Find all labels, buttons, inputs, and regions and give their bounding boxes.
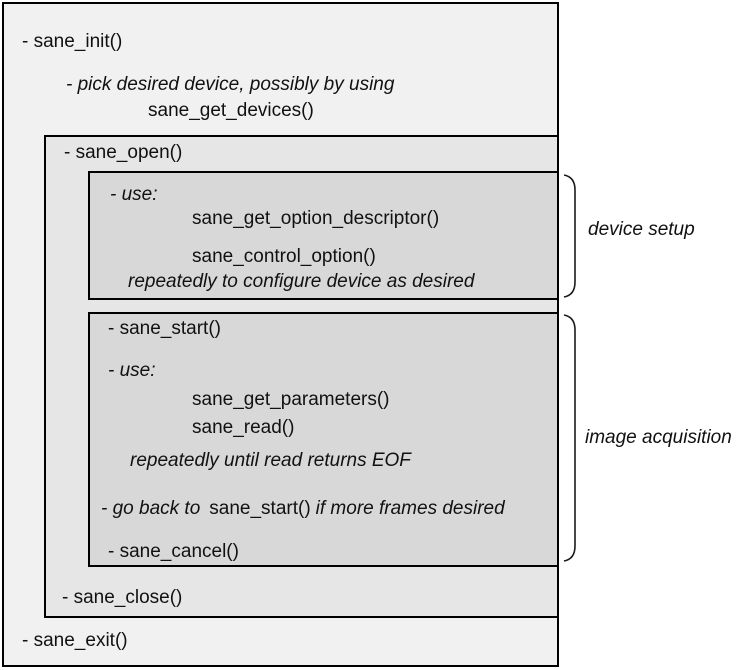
device-setup-annotation: device setup [588, 219, 695, 240]
image-acquisition-use-label: - use: [108, 360, 156, 381]
pick-device-note-line1: - pick desired device, possibly by using [66, 74, 395, 95]
sane-get-parameters-label: sane_get_parameters() [192, 389, 390, 410]
sane-start-label: - sane_start() [108, 318, 221, 339]
device-setup-use-label: - use: [110, 184, 158, 205]
go-back-sane-start-label: sane_start() [209, 498, 311, 519]
sane-read-label: sane_read() [192, 417, 295, 438]
go-back-line: - go back to sane_start()if more frames d… [101, 498, 505, 520]
image-acquisition-note: repeatedly until read returns EOF [130, 450, 411, 471]
image-acquisition-annotation: image acquisition [585, 427, 732, 448]
sane-close-label: - sane_close() [62, 587, 183, 608]
sane-control-option-label: sane_control_option() [192, 246, 376, 267]
sane-get-devices-label: sane_get_devices() [148, 100, 314, 121]
device-setup-bracket [563, 174, 576, 298]
image-acquisition-box [88, 312, 559, 567]
go-back-suffix: if more frames desired [315, 498, 505, 519]
device-setup-note: repeatedly to configure device as desire… [128, 271, 475, 292]
image-acquisition-bracket [563, 314, 576, 562]
sane-open-label: - sane_open() [64, 142, 183, 163]
sane-get-option-descriptor-label: sane_get_option_descriptor() [192, 208, 440, 229]
sane-init-label: - sane_init() [22, 31, 123, 52]
sane-exit-label: - sane_exit() [22, 630, 128, 651]
go-back-prefix: - go back to [101, 498, 201, 519]
sane-cancel-label: - sane_cancel() [108, 541, 239, 562]
device-setup-box [88, 171, 559, 300]
